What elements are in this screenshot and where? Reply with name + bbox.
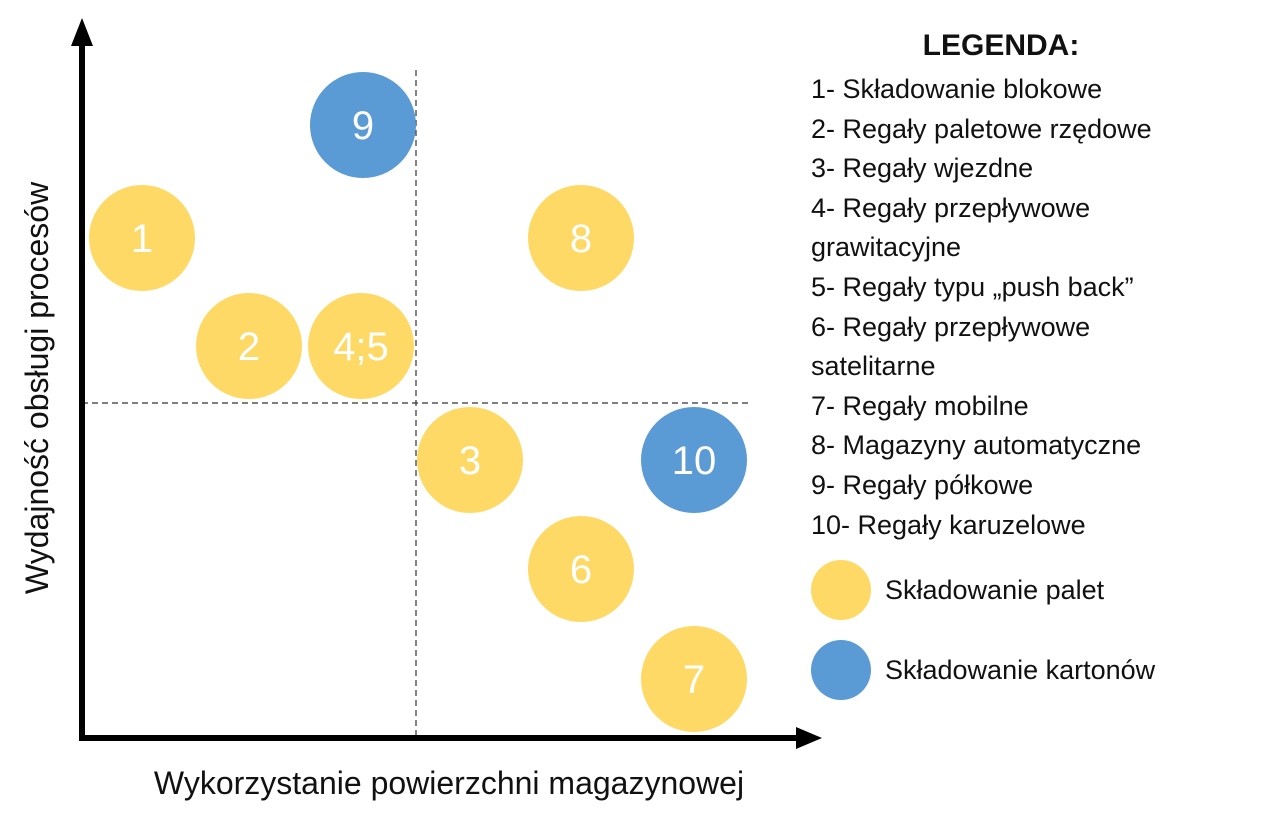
bubble-8: 8	[528, 185, 634, 291]
bubbles: 9 1 8 2 4;5 3 10 6 7	[89, 72, 747, 732]
bubble-1: 1	[89, 185, 195, 291]
x-axis-arrowhead	[796, 727, 822, 749]
bubble-label: 4;5	[333, 325, 389, 369]
bubble-9: 9	[310, 72, 416, 178]
bubble-label: 10	[672, 439, 717, 483]
bubble-label: 8	[570, 217, 592, 261]
bubble-3: 3	[417, 407, 523, 513]
legend-item: 3- Regały wjezdne	[811, 153, 1034, 184]
legend-item: 4- Regały przepływowe	[811, 192, 1091, 223]
bubble-label: 2	[238, 325, 260, 369]
legend-item: 1- Składowanie blokowe	[811, 74, 1103, 104]
bubble-4-5: 4;5	[308, 293, 414, 399]
bubble-6: 6	[528, 516, 634, 622]
bubble-label: 1	[131, 217, 153, 261]
legend-item: 6- Regały przepływowe	[811, 311, 1091, 342]
legend-title: LEGENDA:	[922, 29, 1080, 62]
bubble-circle	[89, 185, 195, 291]
bubble-circle	[641, 626, 747, 732]
legend-item: 9- Regały półkowe	[811, 469, 1034, 500]
bubble-2: 2	[196, 293, 302, 399]
legend-item: satelitarne	[811, 351, 936, 382]
legend-key-cartons: Składowanie kartonów	[811, 640, 1155, 700]
carton-storage-swatch	[811, 640, 871, 700]
y-axis-label: Wydajność obsługi procesów	[19, 181, 55, 594]
legend-key-pallets: Składowanie palet	[811, 560, 1104, 620]
bubble-label: 7	[683, 658, 705, 702]
legend-item: 7- Regały mobilne	[811, 390, 1029, 421]
legend-item: grawitacyjne	[811, 232, 962, 263]
y-axis-arrowhead	[71, 18, 93, 46]
bubble-label: 9	[352, 104, 374, 148]
legend-item: 10- Regały karuzelowe	[811, 509, 1086, 540]
x-axis-label: Wykorzystanie powierzchni magazynowej	[154, 765, 744, 801]
bubble-10: 10	[641, 407, 747, 513]
legend-item: 8- Magazyny automatyczne	[811, 430, 1142, 461]
bubble-label: 3	[459, 439, 481, 483]
bubble-circle	[310, 72, 416, 178]
legend: LEGENDA: 1- Składowanie blokowe 2- Regał…	[811, 26, 1271, 700]
legend-list: 1- Składowanie blokowe 2- Regały paletow…	[811, 70, 1271, 545]
pallet-storage-swatch	[811, 560, 871, 620]
legend-item: 2- Regały paletowe rzędowe	[811, 113, 1152, 144]
bubble-7: 7	[641, 626, 747, 732]
bubble-circle	[196, 293, 302, 399]
bubble-label: 6	[570, 548, 592, 592]
legend-key-label: Składowanie kartonów	[885, 654, 1156, 685]
legend-item: 5- Regały typu „push back”	[811, 271, 1134, 302]
bubble-circle	[528, 516, 634, 622]
bubble-circle	[641, 407, 747, 513]
axes	[71, 18, 822, 749]
quadrant-guides	[82, 70, 750, 738]
bubble-circle	[528, 185, 634, 291]
bubble-circle	[308, 293, 414, 399]
bubble-circle	[417, 407, 523, 513]
legend-key-label: Składowanie palet	[885, 574, 1105, 605]
